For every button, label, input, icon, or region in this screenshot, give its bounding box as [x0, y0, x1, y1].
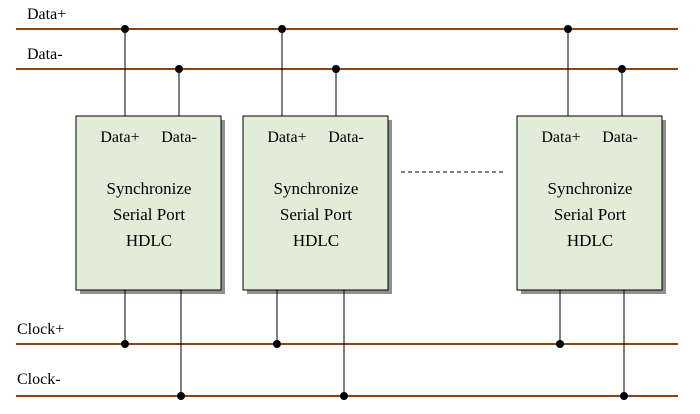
data-minus-junction: [618, 65, 626, 73]
block-title-line-2: Serial Port: [554, 205, 627, 224]
block-box: [516, 115, 663, 291]
port-data-plus-label: Data+: [267, 129, 306, 146]
block-title-line-1: Synchronize: [548, 179, 633, 198]
clock-minus-junction: [340, 392, 348, 400]
clock-minus-label: Clock-: [17, 371, 61, 388]
data-plus-label: Data+: [27, 6, 66, 23]
data-minus-label: Data-: [27, 46, 63, 63]
port-data-minus-label: Data-: [161, 129, 197, 146]
data-plus-junction: [121, 25, 129, 33]
block-title-line-2: Serial Port: [113, 205, 186, 224]
clock-minus-junction: [620, 392, 628, 400]
data-plus-junction: [278, 25, 286, 33]
block-title-line-1: Synchronize: [107, 179, 192, 198]
clock-plus-junction: [273, 340, 281, 348]
clock-minus-junction: [177, 392, 185, 400]
block-title-line-3: HDLC: [293, 231, 339, 250]
block-box: [242, 115, 389, 291]
clock-plus-junction: [121, 340, 129, 348]
port-data-minus-label: Data-: [328, 129, 364, 146]
block-title-line-3: HDLC: [126, 231, 172, 250]
clock-plus-label: Clock+: [17, 321, 64, 338]
clock-plus-junction: [556, 340, 564, 348]
block-title-line-3: HDLC: [567, 231, 613, 250]
port-data-plus-label: Data+: [100, 129, 139, 146]
serial-port-block-1: Data+ Data- Synchronize Serial Port HDLC: [75, 25, 225, 400]
data-minus-junction: [332, 65, 340, 73]
port-data-minus-label: Data-: [602, 129, 638, 146]
port-data-plus-label: Data+: [541, 129, 580, 146]
block-title-line-1: Synchronize: [274, 179, 359, 198]
block-title-line-2: Serial Port: [280, 205, 353, 224]
serial-port-block-3: Data+ Data- Synchronize Serial Port HDLC: [516, 25, 666, 400]
data-minus-junction: [175, 65, 183, 73]
data-plus-junction: [564, 25, 572, 33]
block-box: [75, 115, 222, 291]
serial-port-block-2: Data+ Data- Synchronize Serial Port HDLC: [242, 25, 392, 400]
